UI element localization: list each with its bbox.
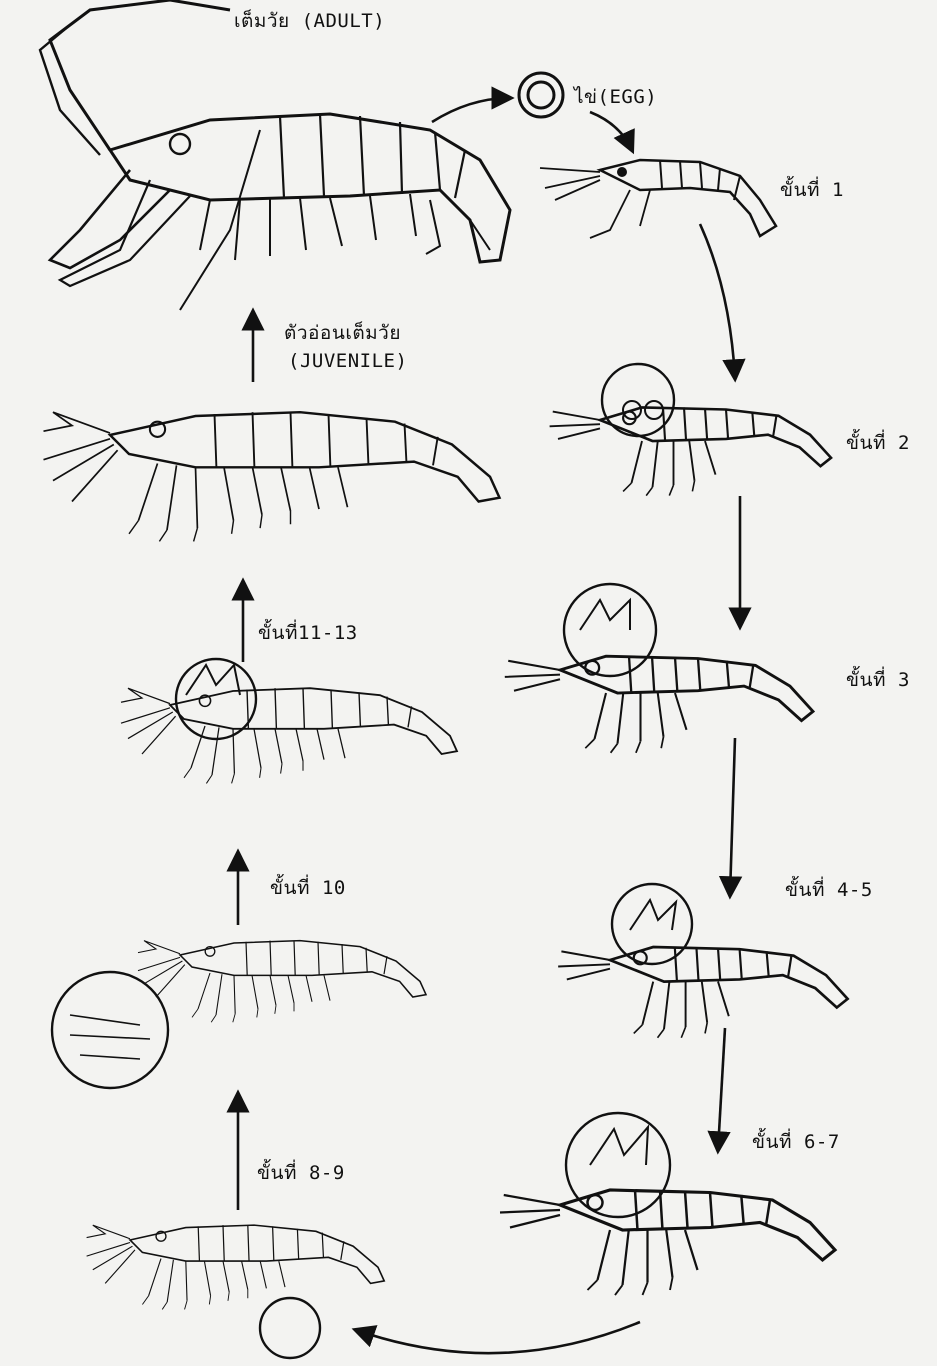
stage-1-label: ขั้นที่ 1 [780,175,844,205]
stage-10-larva [52,941,426,1088]
stage-10-label: ขั้นที่ 10 [270,873,346,903]
stage-1-larva [540,160,776,238]
juvenile-label-th: ตัวอ่อนเต็มวัย [284,318,401,348]
arrow-stage-3-to-4-5 [730,738,735,895]
stage-8-9-larva [87,1225,385,1358]
stage-6-7-label: ขั้นที่ 6-7 [752,1127,840,1157]
arrow-stage-6-7-to-8-9 [356,1322,640,1353]
adult-label: เต็มวัย (ADULT) [234,6,385,36]
arrow-egg-to-stage-1 [590,112,632,150]
juvenile-prawn [44,412,500,541]
stage-3-larva [505,584,813,753]
arrow-stage-4-5-to-6-7 [718,1028,725,1150]
stage-11-13-larva [121,659,457,783]
stage-2-larva [550,364,831,496]
stage-8-9-label: ขั้นที่ 8-9 [257,1158,345,1188]
juvenile-label-en: (JUVENILE) [288,350,407,372]
stage-3-label: ขั้นที่ 3 [846,665,910,695]
stage-2-label: ขั้นที่ 2 [846,428,910,458]
egg [519,73,563,117]
egg-label: ไข่(EGG) [574,82,657,112]
stage-4-5-label: ขั้นที่ 4-5 [785,875,873,905]
stage-11-13-label: ขั้นที่11-13 [258,618,358,648]
adult-prawn [40,0,510,310]
arrow-stage-1-to-2 [700,224,735,378]
arrow-adult-to-egg [432,98,510,122]
stage-4-5-larva [558,884,847,1038]
